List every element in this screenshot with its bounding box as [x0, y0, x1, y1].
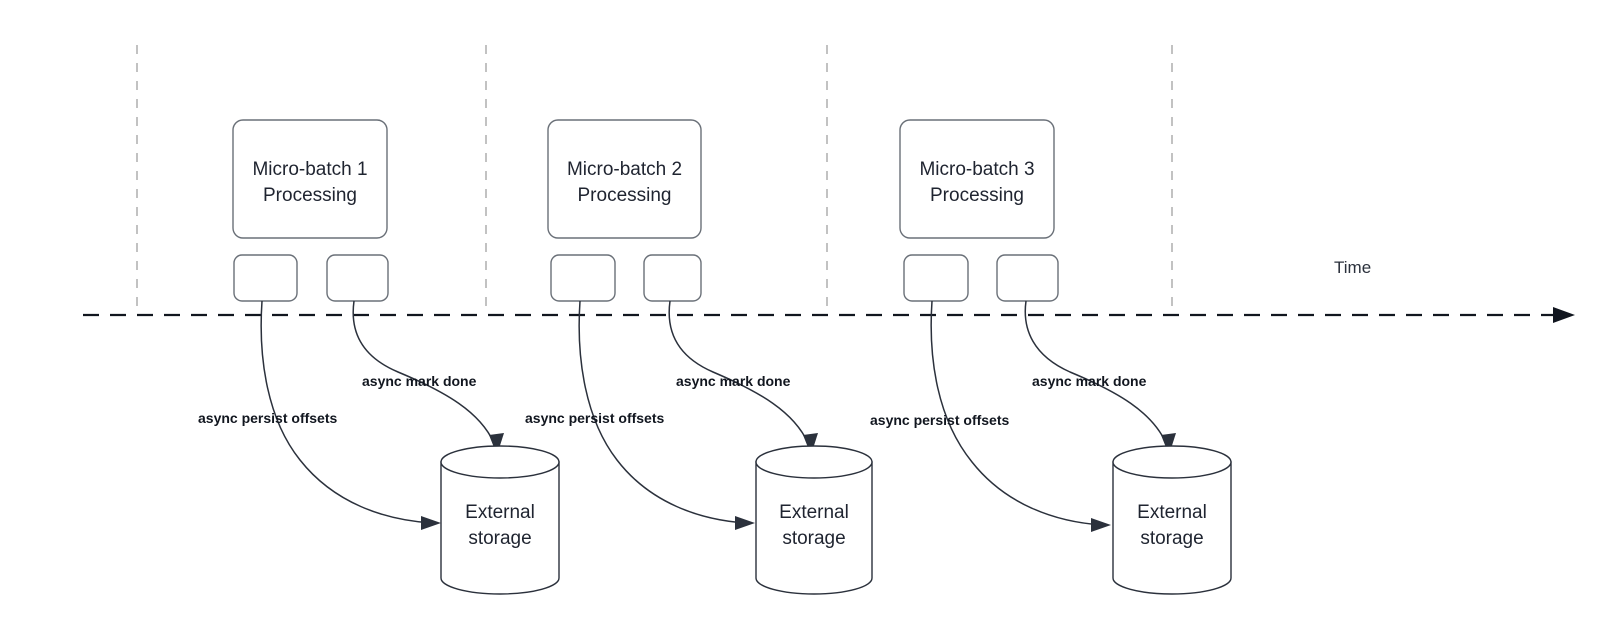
async-mark-done-arrowhead	[1161, 433, 1176, 455]
async-persist-offsets-label: async persist offsets	[198, 410, 337, 426]
external-storage-label-line1: External	[1137, 502, 1207, 523]
external-storage-cylinder-top	[1112, 445, 1232, 479]
micro-batch-label-line1: Micro-batch 3	[919, 159, 1034, 180]
external-storage-cylinder-body[interactable]	[1112, 461, 1232, 595]
async-persist-offsets-curve	[260, 300, 433, 524]
time-axis-label: Time	[1334, 258, 1371, 277]
async-mark-done-label: async mark done	[1032, 373, 1147, 389]
async-persist-offsets-arrowhead	[735, 516, 755, 530]
group-2: Micro-batch 2 Processing async persist off…	[525, 119, 873, 595]
async-mark-done-arrowhead	[803, 433, 818, 455]
async-persist-offsets-curve	[930, 300, 1103, 526]
micro-batch-label-line1: Micro-batch 2	[567, 159, 682, 180]
mark-done-task-box[interactable]	[996, 254, 1059, 302]
micro-batch-box[interactable]	[547, 119, 702, 239]
external-storage-label-line2: storage	[782, 528, 845, 549]
external-storage-label-line1: External	[465, 502, 535, 523]
persist-offsets-task-box[interactable]	[903, 254, 969, 302]
persist-offsets-task-box[interactable]	[233, 254, 298, 302]
async-mark-done-curve	[352, 300, 495, 444]
mark-done-task-box[interactable]	[326, 254, 389, 302]
async-persist-offsets-label: async persist offsets	[525, 410, 664, 426]
micro-batch-label-line2: Processing	[263, 185, 357, 206]
group-3: Micro-batch 3 Processing async persist off…	[870, 119, 1232, 595]
async-mark-done-curve	[1024, 300, 1167, 444]
async-mark-done-arrowhead	[489, 433, 504, 455]
async-mark-done-label: async mark done	[362, 373, 477, 389]
micro-batch-label-line2: Processing	[930, 185, 1024, 206]
async-persist-offsets-arrowhead	[421, 516, 441, 530]
external-storage-cylinder-top	[755, 445, 873, 479]
axis-label-layer: Time	[1334, 258, 1371, 277]
async-persist-offsets-label: async persist offsets	[870, 412, 1009, 428]
external-storage-label-line1: External	[779, 502, 849, 523]
external-storage-label-line2: storage	[468, 528, 531, 549]
mark-done-task-box[interactable]	[643, 254, 702, 302]
micro-batch-box[interactable]	[899, 119, 1055, 239]
micro-batch-label-line1: Micro-batch 1	[252, 159, 367, 180]
guide-lines-layer	[136, 45, 1173, 315]
async-mark-done-label: async mark done	[676, 373, 791, 389]
external-storage-cylinder-body[interactable]	[440, 461, 560, 595]
micro-batch-box[interactable]	[232, 119, 388, 239]
timeline-layer	[83, 307, 1575, 323]
external-storage-cylinder-top	[440, 445, 560, 479]
external-storage-label-line2: storage	[1140, 528, 1203, 549]
persist-offsets-task-box[interactable]	[550, 254, 616, 302]
time-axis-arrowhead	[1553, 307, 1575, 323]
async-persist-offsets-curve	[578, 300, 747, 524]
micro-batch-label-line2: Processing	[578, 185, 672, 206]
external-storage-cylinder-body[interactable]	[755, 461, 873, 595]
micro-batch-groups-layer: Micro-batch 1 Processing async persist off…	[198, 119, 1232, 595]
group-1: Micro-batch 1 Processing async persist off…	[198, 119, 560, 595]
async-persist-offsets-arrowhead	[1091, 518, 1111, 532]
async-mark-done-curve	[668, 300, 809, 444]
